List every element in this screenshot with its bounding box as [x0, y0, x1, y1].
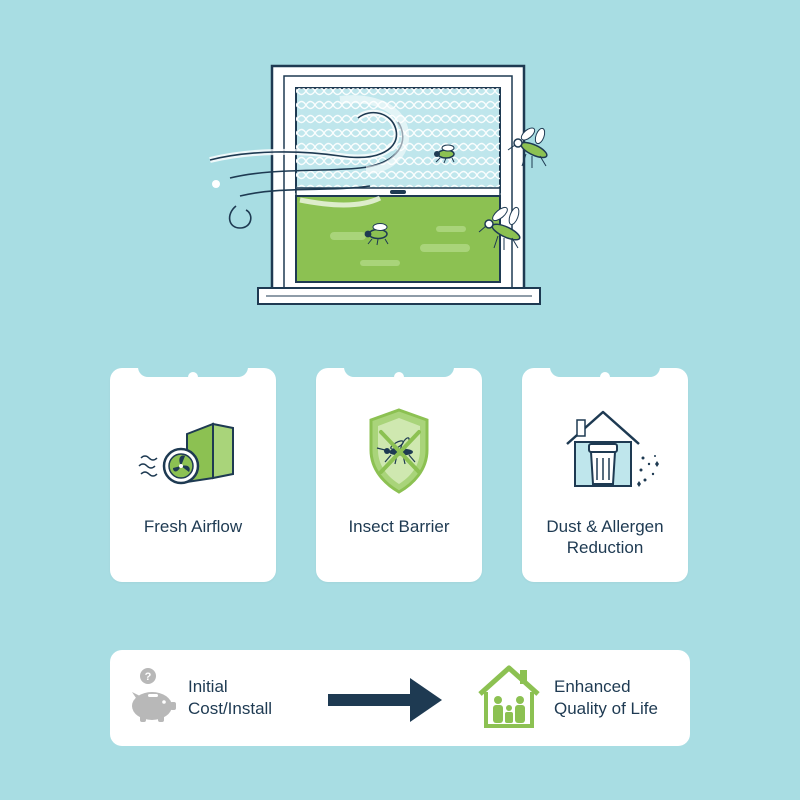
family-house-icon	[478, 665, 540, 728]
house-filter-icon	[566, 410, 659, 487]
result-label: Enhanced Quality of Life	[554, 676, 658, 720]
card-pin	[188, 372, 198, 382]
piggy-bank-icon: ?	[132, 668, 176, 722]
mosquito-icon	[478, 206, 521, 250]
benefit-label: Fresh Airflow	[143, 517, 243, 536]
wind-swirl-icon	[209, 95, 410, 229]
result-label-line1: Enhanced	[554, 677, 631, 696]
mosquito-icon	[507, 127, 548, 168]
arrow-right-icon	[328, 678, 442, 722]
shield-mosquito-icon	[369, 408, 429, 494]
hero-illustration	[0, 0, 800, 340]
svg-text:?: ?	[145, 671, 152, 683]
cost-label: Initial Cost/Install	[188, 676, 272, 720]
fly-icon	[364, 223, 389, 246]
window-illustration	[209, 64, 548, 305]
benefit-card-dust-allergen: Dust & Allergen Reduction	[522, 367, 688, 582]
card-pin	[394, 372, 404, 382]
benefit-label: Dust & Allergen Reduction	[546, 517, 664, 557]
benefit-card-insect-barrier: Insect Barrier	[316, 367, 482, 582]
fan-window-icon	[138, 422, 234, 485]
cost-label-line1: Initial	[188, 677, 228, 696]
cost-label-line2: Cost/Install	[188, 699, 273, 718]
benefit-card-fresh-airflow: Fresh Airflow	[110, 367, 276, 582]
result-label-line2: Quality of Life	[554, 699, 658, 718]
cost-benefit-bar: ? Initial Cost/Install Enhanced Quality …	[110, 650, 690, 746]
card-pin	[600, 372, 610, 382]
window-icon	[257, 64, 541, 305]
fly-icon	[434, 144, 455, 164]
benefit-label: Insect Barrier	[348, 517, 450, 536]
